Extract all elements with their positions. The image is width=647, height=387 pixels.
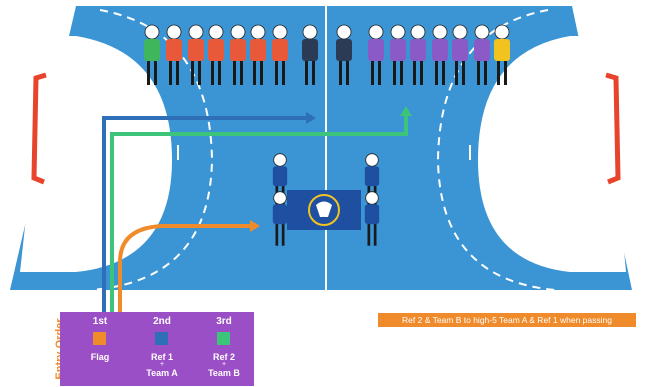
team-a-player [208, 24, 224, 85]
legend-item-team-b: 3rd Ref 2 + Team B [196, 312, 252, 386]
legend-item-team-a: 2nd Ref 1 + Team A [134, 312, 190, 386]
arrow-head-flag [250, 220, 260, 232]
team-a-player [272, 24, 288, 85]
legend-item-flag: 1st Flag [72, 312, 128, 386]
right-goal-area [478, 36, 626, 272]
legend-swatch-team-b [217, 332, 230, 345]
legend-swatch-team-a [155, 332, 168, 345]
legend-label-team-a: Team A [146, 368, 178, 378]
right-free-throw-line [436, 9, 557, 291]
referee-1 [302, 24, 318, 85]
team-b-goalkeeper [494, 24, 510, 85]
entry-order-legend: 1st Flag 2nd Ref 1 + Team A 3rd Ref 2 + … [60, 312, 254, 386]
path-team-a [102, 116, 306, 312]
team-b-player [390, 24, 406, 85]
team-a-goalkeeper [144, 24, 160, 85]
team-a-player [230, 24, 246, 85]
legend-order-1: 1st [92, 316, 108, 327]
referee-2 [336, 24, 352, 85]
left-goal-area [20, 36, 172, 272]
team-a-player [166, 24, 182, 85]
path-team-b [110, 116, 408, 312]
team-b-player [452, 24, 468, 85]
team-a-player [250, 24, 266, 85]
legend-label-flag: Flag [90, 352, 110, 362]
left-goal [31, 72, 47, 185]
legend-order-2: 2nd [153, 316, 171, 327]
team-b-player [410, 24, 426, 85]
flag-bearer [364, 191, 380, 246]
passing-note: Ref 2 & Team B to high-5 Team A & Ref 1 … [378, 313, 636, 327]
court-floor [10, 6, 632, 290]
team-b-player [474, 24, 490, 85]
legend-label-team-b: Team B [208, 368, 240, 378]
team-b-player [368, 24, 384, 85]
path-flag [118, 224, 250, 312]
legend-label-ref1: Ref 1 [150, 352, 173, 362]
arrow-head-team-b [400, 106, 412, 116]
handball-court [10, 6, 632, 312]
legend-plus: + [221, 361, 227, 368]
shuttlecock-icon [316, 201, 332, 217]
team-b-player [432, 24, 448, 85]
legend-order-3: 3rd [216, 316, 232, 327]
right-goal [605, 72, 621, 185]
legend-swatch-flag [93, 332, 106, 345]
team-a-player [188, 24, 204, 85]
legend-label-ref2: Ref 2 [212, 352, 235, 362]
arrow-head-team-a [306, 112, 316, 124]
flag-bearer [272, 191, 288, 246]
legend-plus: + [159, 361, 165, 368]
